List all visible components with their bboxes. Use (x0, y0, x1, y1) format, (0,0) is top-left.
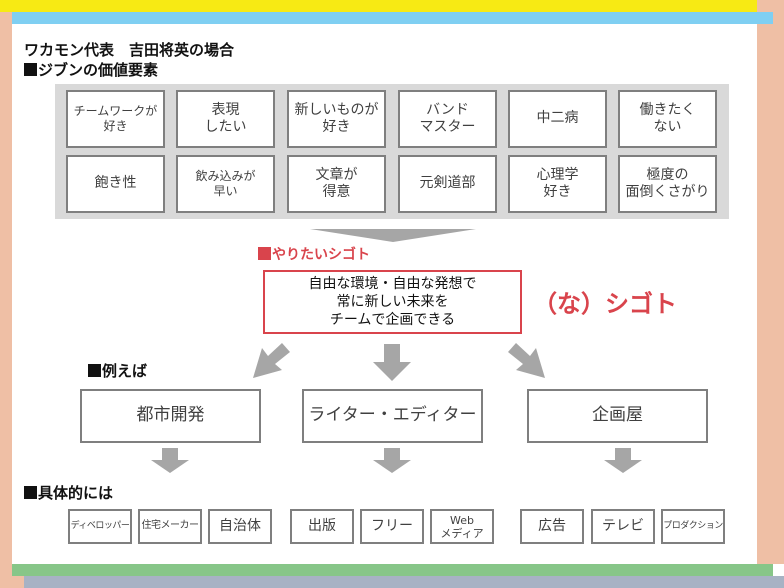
value-box: 働きたく ない (618, 90, 717, 148)
job-text: テレビ (602, 517, 644, 534)
value-box: バンド マスター (398, 90, 497, 148)
job-text: フリー (371, 517, 413, 534)
example-text: 企画屋 (592, 405, 643, 426)
down-triangle-icon (310, 229, 476, 242)
value-box: 極度の 面倒くさがり (618, 155, 717, 213)
section-heading-concrete: 具体的には (24, 484, 113, 502)
value-text: 極度の 面倒くさがり (625, 166, 710, 201)
frame-bottom-gray (24, 576, 784, 588)
job-box: 住宅メーカー (138, 509, 202, 544)
example-box: 企画屋 (527, 389, 708, 443)
frame-top-blue (12, 12, 773, 24)
section-heading-text: やりたいシゴト (272, 247, 370, 263)
job-box: Web メディア (430, 509, 494, 544)
section-heading-values: ジブンの価値要素 (24, 61, 158, 79)
arrow-down-icon (372, 448, 412, 474)
arrow-down-icon (150, 448, 190, 474)
arrow-down-right-icon (504, 342, 548, 382)
tagline: （な）シゴト (533, 290, 677, 318)
job-text: 住宅メーカー (141, 520, 200, 532)
frame-corner (12, 576, 24, 588)
job-text: 広告 (538, 517, 566, 534)
example-text: 都市開発 (136, 405, 205, 426)
section-heading-text: ジブンの価値要素 (38, 61, 159, 79)
job-text: Web メディア (440, 513, 484, 540)
value-box: 中二病 (508, 90, 607, 148)
job-box: ディベロッパー (68, 509, 132, 544)
value-text: バンド マスター (419, 101, 476, 136)
value-text: 新しいものが 好き (294, 101, 379, 136)
arrow-down-icon (372, 344, 412, 382)
frame-top-yellow (0, 0, 757, 12)
job-box: 自治体 (208, 509, 272, 544)
job-box: 出版 (290, 509, 354, 544)
value-text: 心理学 好き (536, 166, 579, 201)
value-box: 飽き性 (66, 155, 165, 213)
black-square-icon (24, 486, 37, 499)
arrow-down-icon (603, 448, 643, 474)
slide-title: ワカモン代表 吉田将英の場合 (24, 41, 235, 59)
job-box: フリー (360, 509, 424, 544)
want-line: チームで企画できる (329, 312, 456, 328)
value-box: 飲み込みが 早い (176, 155, 275, 213)
section-heading-examples: 例えば (88, 362, 147, 380)
value-text: 飲み込みが 早い (195, 169, 256, 198)
section-heading-text: 例えば (102, 362, 148, 380)
arrow-down-left-icon (250, 342, 294, 382)
value-box: チームワークが 好き (66, 90, 165, 148)
job-text: ディベロッパー (70, 520, 130, 531)
job-box: プロダクション (661, 509, 725, 544)
frame-right-peach (757, 0, 784, 564)
job-box: テレビ (591, 509, 655, 544)
black-square-icon (24, 63, 37, 76)
job-box: 広告 (520, 509, 584, 544)
value-box: 元剣道部 (398, 155, 497, 213)
job-text: プロダクション (663, 520, 723, 531)
value-text: 働きたく ない (639, 101, 696, 136)
value-text: 表現 したい (204, 101, 247, 136)
want-line: 自由な環境・自由な発想で (308, 276, 477, 292)
value-text: 文章が 得意 (315, 166, 358, 201)
example-box: ライター・エディター (302, 389, 483, 443)
frame-bottom-green (12, 564, 773, 576)
values-panel: チームワークが 好き 表現 したい 新しいものが 好き バンド マスター 中二病… (55, 84, 729, 219)
job-text: 出版 (308, 517, 336, 534)
value-box: 表現 したい (176, 90, 275, 148)
red-square-icon (258, 247, 271, 260)
want-box: 自由な環境・自由な発想で 常に新しい未来を チームで企画できる (263, 270, 522, 334)
value-box: 文章が 得意 (287, 155, 386, 213)
example-box: 都市開発 (80, 389, 261, 443)
job-text: 自治体 (219, 517, 261, 534)
value-text: チームワークが 好き (73, 104, 158, 133)
black-square-icon (88, 364, 101, 377)
value-box: 心理学 好き (508, 155, 607, 213)
value-box: 新しいものが 好き (287, 90, 386, 148)
want-line: 常に新しい未来を (336, 294, 449, 310)
value-text: 元剣道部 (419, 175, 476, 192)
section-heading-want: やりたいシゴト (258, 246, 370, 264)
value-text: 中二病 (536, 110, 579, 127)
section-heading-text: 具体的には (38, 484, 114, 502)
frame-left-peach (0, 12, 12, 588)
example-text: ライター・エディター (308, 405, 477, 426)
value-text: 飽き性 (94, 175, 137, 192)
